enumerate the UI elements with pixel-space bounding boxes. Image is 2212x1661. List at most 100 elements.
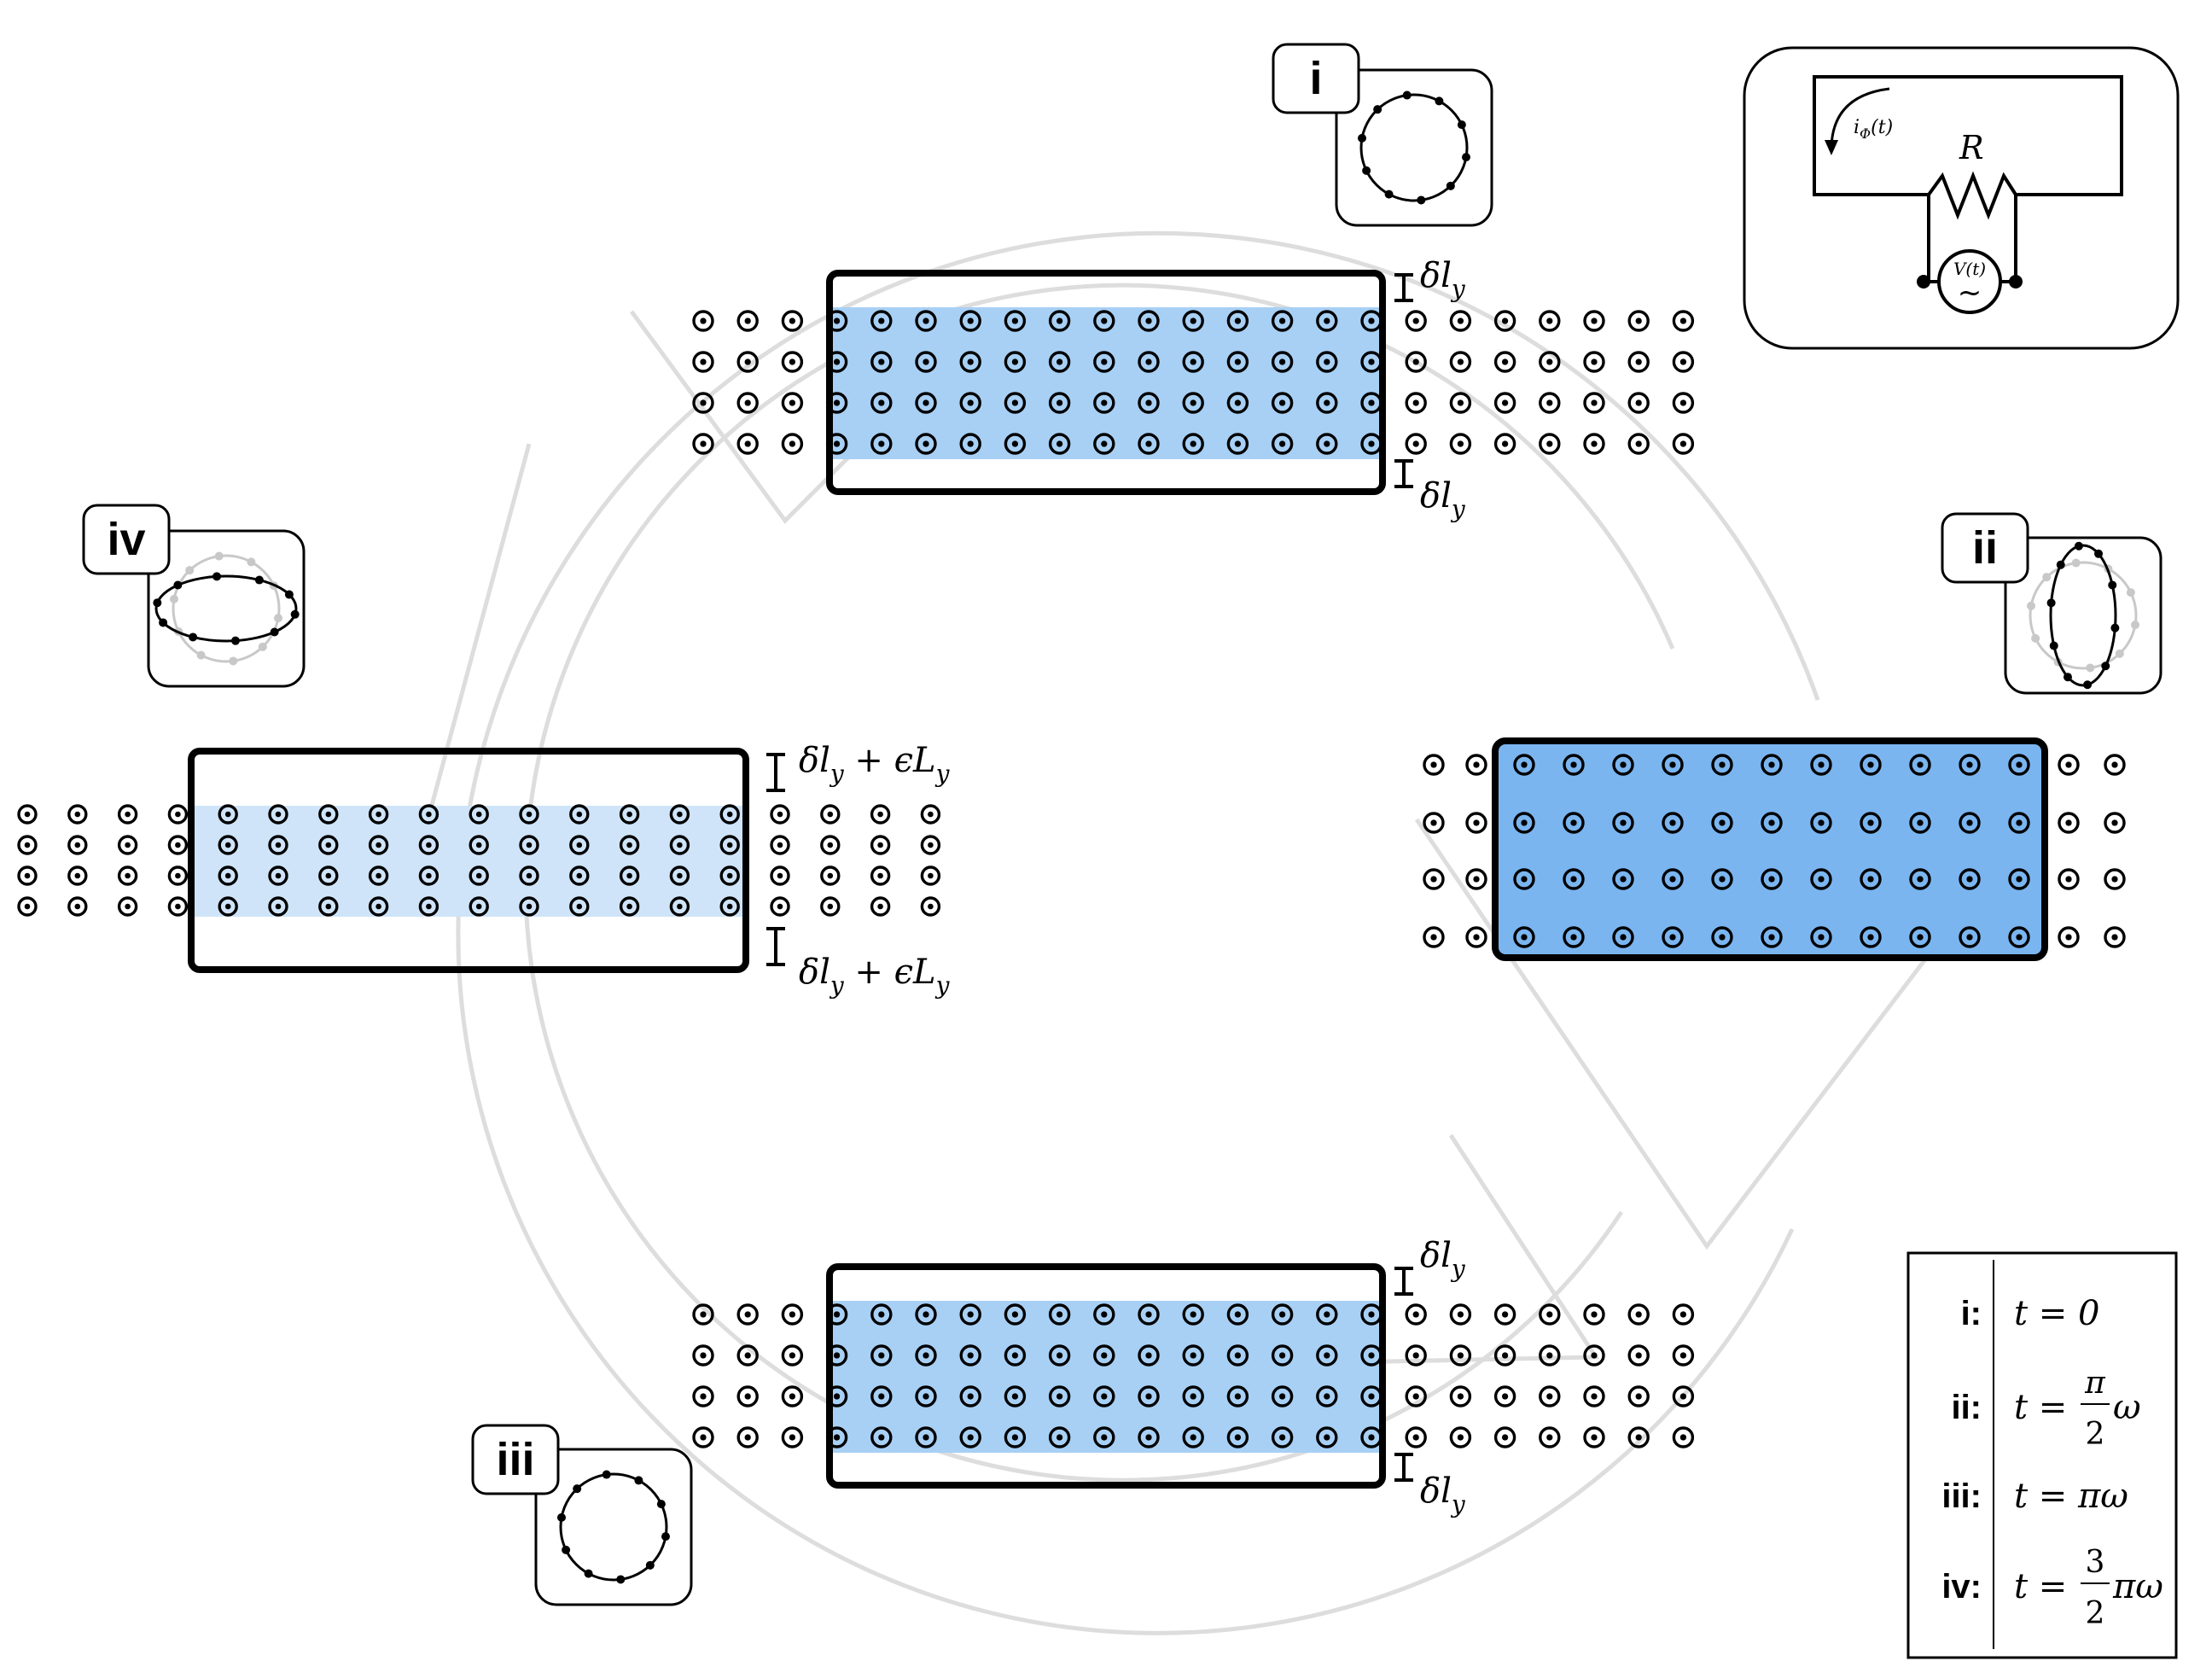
field-dot-icon xyxy=(1583,1426,1605,1448)
field-dot-icon xyxy=(1093,351,1115,373)
terminal-right xyxy=(2009,275,2023,288)
field-dot-icon xyxy=(1449,1303,1472,1326)
field-dot-icon xyxy=(770,804,790,825)
field-dot-icon xyxy=(692,1385,714,1407)
field-dot-icon xyxy=(1138,433,1160,455)
field-dot-icon xyxy=(1711,754,1733,776)
field-dot-icon xyxy=(1271,1303,1294,1326)
field-dot-icon xyxy=(1423,754,1445,776)
field-dot-icon xyxy=(1465,754,1487,776)
resistor-symbol xyxy=(1927,171,2017,220)
field-dot-icon xyxy=(1405,392,1427,414)
field-dot-icon xyxy=(1563,812,1585,834)
field-dot-icon xyxy=(1860,868,1882,890)
field-dot-icon xyxy=(1493,1344,1516,1367)
legend-key-iii: iii: xyxy=(1941,1477,1982,1515)
field-dot-icon xyxy=(569,804,590,825)
current-label: iΦ(t) xyxy=(1854,117,1893,142)
legend-row-ii: ii: t = π 2 ω xyxy=(1951,1366,2140,1452)
field-dot-icon xyxy=(719,865,740,886)
field-dot-icon xyxy=(318,835,339,855)
field-dot-icon xyxy=(117,835,138,855)
particle-dot xyxy=(645,1560,655,1570)
field-dot-icon xyxy=(959,1303,981,1326)
field-dot-icon xyxy=(736,1385,759,1407)
particle-dot xyxy=(602,1470,611,1479)
particle-dot xyxy=(1446,181,1455,190)
field-dot-icon xyxy=(1449,310,1472,332)
field-dot-icon xyxy=(669,804,690,825)
field-dot-icon xyxy=(569,865,590,886)
field-dot-icon xyxy=(1316,1344,1338,1367)
field-dot-icon xyxy=(1539,1426,1561,1448)
field-dot-icon xyxy=(1627,392,1650,414)
field-dot-icon xyxy=(1627,1426,1650,1448)
field-dot-icon xyxy=(519,865,539,886)
inset-card xyxy=(147,529,306,688)
field-dot-icon xyxy=(770,865,790,886)
particle-dot xyxy=(189,632,198,642)
field-dot-icon xyxy=(67,835,88,855)
field-dot-icon xyxy=(368,896,389,917)
field-dot-icon xyxy=(669,896,690,917)
field-dot-icon xyxy=(1093,433,1115,455)
field-dot-icon xyxy=(736,351,759,373)
legend-expr-ii-prefix: t = xyxy=(2014,1388,2067,1427)
field-dot-icon xyxy=(1672,351,1695,373)
field-dot-icon xyxy=(1449,1426,1472,1448)
field-dot-icon xyxy=(1612,754,1634,776)
field-dot-icon xyxy=(920,896,941,917)
field-dot-icon xyxy=(1493,433,1516,455)
field-dot-icon xyxy=(1672,433,1695,455)
field-dot-icon xyxy=(1860,754,1882,776)
inset-tag xyxy=(471,1424,560,1495)
field-dot-icon xyxy=(1048,1426,1071,1448)
field-dot-icon xyxy=(619,835,640,855)
field-dot-icon xyxy=(1761,926,1783,948)
particle-dot xyxy=(1358,133,1367,143)
field-dot-icon xyxy=(692,392,714,414)
field-dot-icon xyxy=(368,835,389,855)
field-dot-icon xyxy=(1493,392,1516,414)
particle-ring xyxy=(172,554,281,663)
field-dot-icon xyxy=(1423,926,1445,948)
field-dot-icon xyxy=(915,392,937,414)
field-dot-icon xyxy=(619,865,640,886)
legend-expr-ii-suffix: ω xyxy=(2113,1388,2141,1427)
field-dot-icon xyxy=(1048,392,1071,414)
field-dot-icon xyxy=(17,896,38,917)
field-dot-icon xyxy=(1316,1385,1338,1407)
field-dot-icon xyxy=(915,310,937,332)
field-dot-icon xyxy=(1423,868,1445,890)
field-dot-icon xyxy=(736,310,759,332)
field-dot-icon xyxy=(1493,1385,1516,1407)
field-dot-icon xyxy=(669,865,690,886)
field-dot-icon xyxy=(619,896,640,917)
particle-dot xyxy=(2108,580,2117,590)
field-dot-icon xyxy=(1493,310,1516,332)
field-dot-icon xyxy=(959,351,981,373)
field-dot-icon xyxy=(1004,433,1027,455)
field-dot-icon xyxy=(117,896,138,917)
gap-label-iv-bottom: δly + ϵLy xyxy=(799,953,951,1000)
gap-label-i-bottom: δly xyxy=(1420,476,1466,523)
field-dot-icon xyxy=(218,865,238,886)
field-dot-icon xyxy=(781,1426,804,1448)
field-dot-icon xyxy=(1563,754,1585,776)
particle-dot xyxy=(2083,680,2093,690)
field-dot-icon xyxy=(1627,1344,1650,1367)
field-dot-icon xyxy=(959,1426,981,1448)
particle-dot xyxy=(2115,649,2124,658)
particle-dot xyxy=(2063,673,2072,682)
field-dot-icon xyxy=(1004,1426,1027,1448)
legend-frac-iv-den: 2 xyxy=(2086,1596,2105,1631)
field-dot-icon xyxy=(569,835,590,855)
particle-dot xyxy=(159,618,168,627)
field-dot-icon xyxy=(1627,310,1650,332)
particle-dot xyxy=(661,1532,670,1542)
field-dot-icon xyxy=(1226,433,1249,455)
inset-tag-label: ii xyxy=(1972,522,1998,574)
inset-tag-label: iv xyxy=(107,514,145,565)
field-dot-icon xyxy=(1909,868,1931,890)
